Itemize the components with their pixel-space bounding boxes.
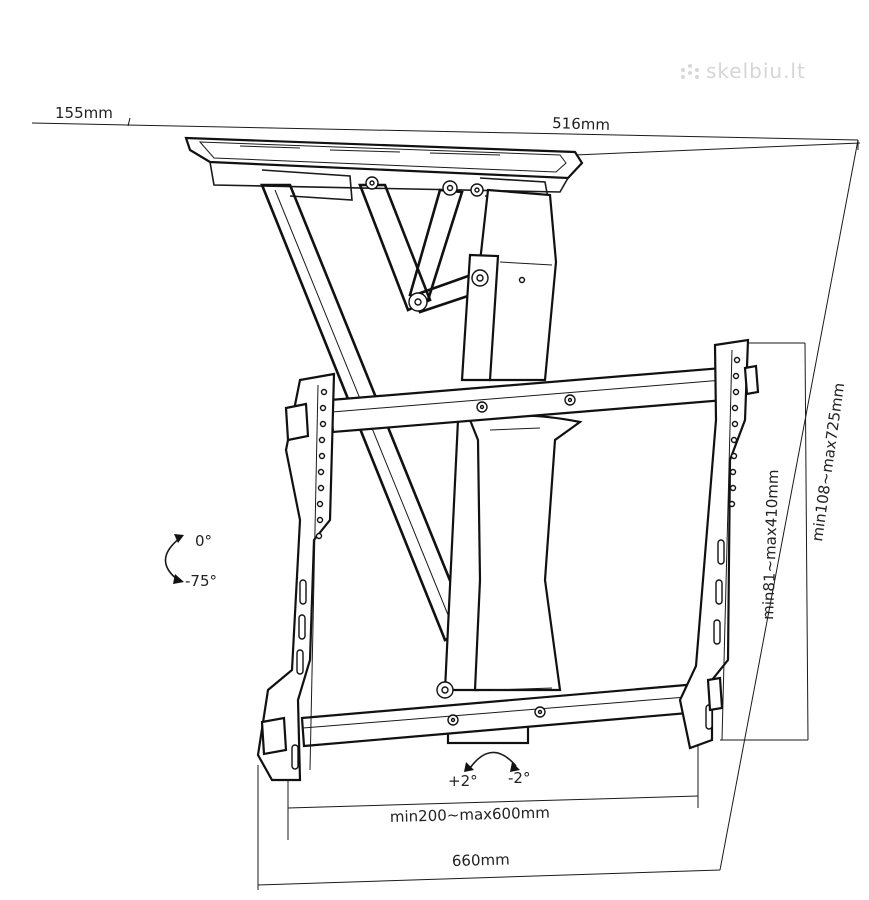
dimension-vertical-spacing-label: min81~max410mm	[759, 469, 782, 620]
right-vertical-plate	[678, 338, 760, 750]
watermark-dots-icon	[681, 64, 699, 79]
tilt-top-label: 0°	[195, 532, 212, 550]
swivel-left-label: +2°	[448, 772, 478, 790]
ceiling-plate	[184, 136, 584, 201]
left-vertical-plate	[256, 372, 336, 782]
swivel-right-label: -2°	[508, 769, 530, 787]
left-plate-holes	[291, 388, 328, 770]
dimension-depth-label: 155mm	[55, 104, 113, 122]
dimension-length-label: 516mm	[552, 114, 610, 134]
curved-arrow-tilt-icon	[164, 534, 184, 584]
watermark: skelbiu.lt	[681, 59, 806, 83]
dimension-lines	[31, 117, 861, 890]
tilt-bottom-label: -75°	[185, 572, 217, 590]
right-plate-holes	[705, 356, 741, 730]
watermark-text: skelbiu.lt	[706, 59, 806, 83]
dimension-plate-width-label: 660mm	[452, 850, 510, 870]
curved-arrow-swivel-icon	[464, 751, 520, 772]
dimension-horizontal-spacing-label: min200~max600mm	[390, 804, 550, 826]
dimension-drop-height-label: min108~max725mm	[808, 382, 848, 543]
